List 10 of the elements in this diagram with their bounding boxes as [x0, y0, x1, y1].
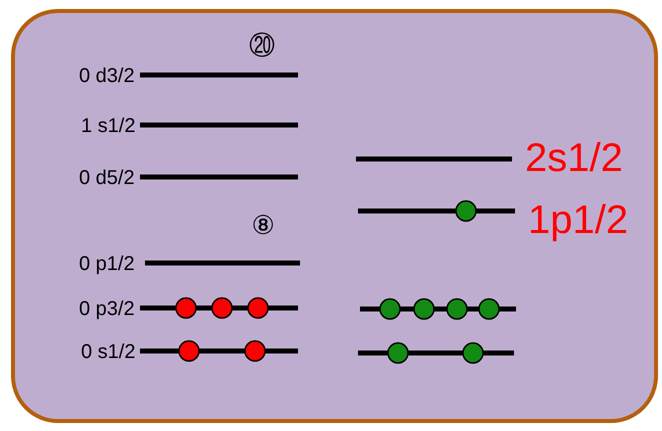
level-label: 0 d3/2 — [79, 66, 135, 86]
shell-closure-number: ⑳ — [249, 32, 275, 58]
level-label: 0 d5/2 — [79, 168, 135, 188]
level-label: 0 p1/2 — [79, 254, 135, 274]
level-label: 1 s1/2 — [81, 116, 136, 136]
level-label: 2s1/2 — [525, 138, 623, 178]
shell-closure-number: ⑧ — [252, 212, 274, 238]
level-label: 0 p3/2 — [79, 299, 135, 319]
level-label: 1p1/2 — [528, 200, 628, 240]
level-label: 0 s1/2 — [81, 342, 136, 362]
